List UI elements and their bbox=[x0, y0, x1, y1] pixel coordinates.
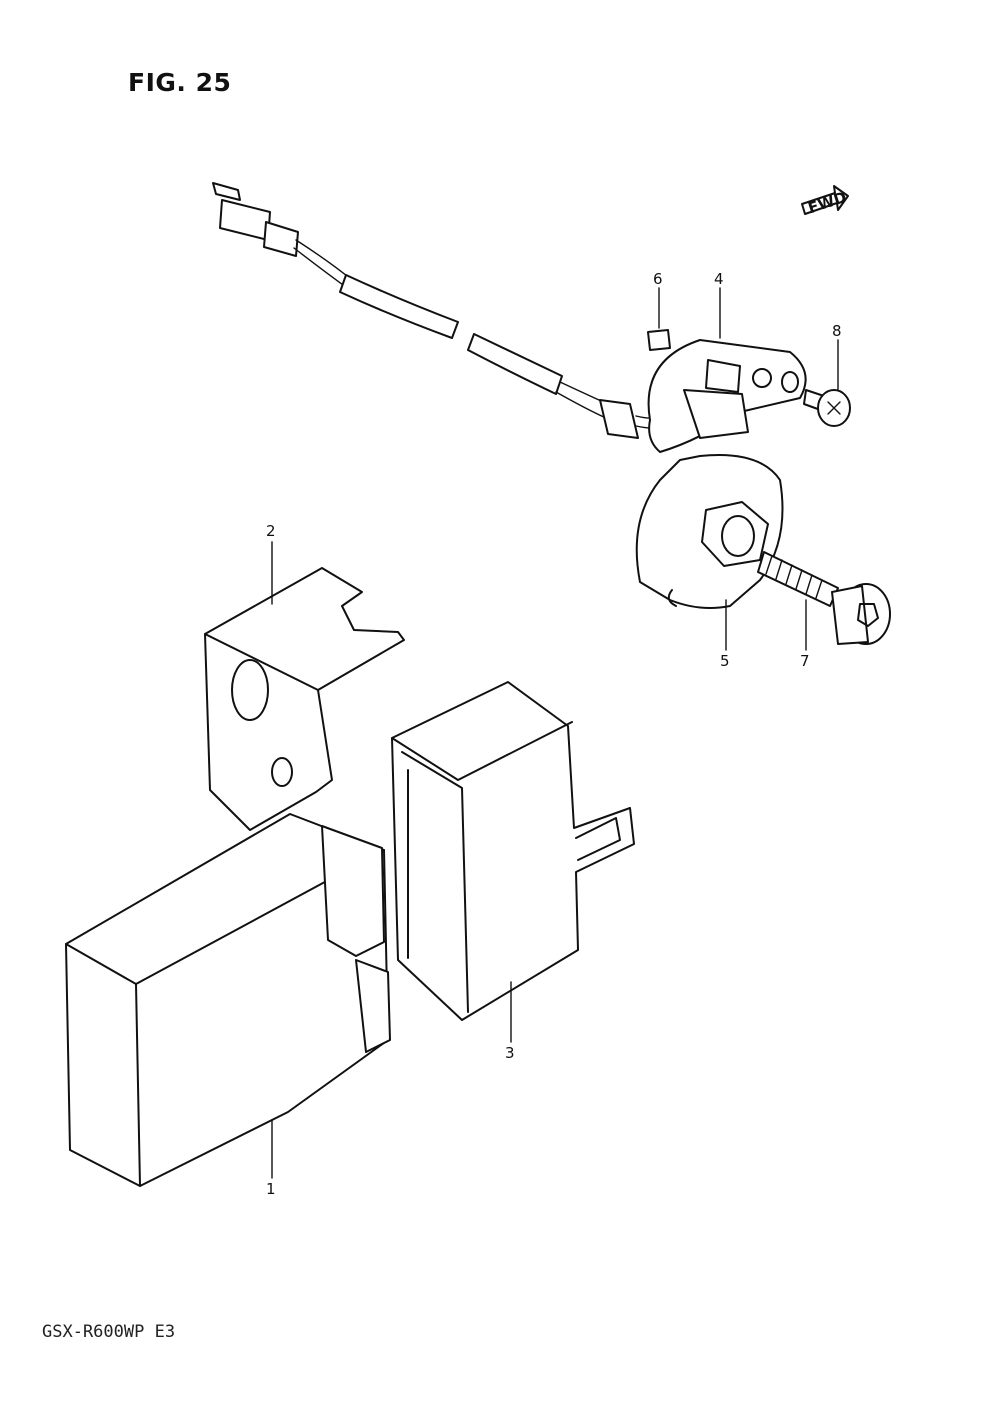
callout-4: 4 bbox=[714, 270, 724, 288]
dowel-pin bbox=[647, 329, 671, 351]
callout-2: 2 bbox=[266, 522, 276, 540]
pickup-harness bbox=[212, 182, 693, 439]
figure-title: FIG. 25 bbox=[128, 68, 232, 97]
callout-3: 3 bbox=[505, 1044, 515, 1062]
callout-labels: 1 2 3 4 5 6 7 8 bbox=[266, 270, 842, 1198]
rotor-plate bbox=[635, 454, 784, 609]
screw bbox=[803, 389, 851, 427]
callout-8: 8 bbox=[832, 322, 842, 340]
fwd-label: FWD bbox=[806, 188, 849, 217]
fwd-direction-badge: FWD bbox=[801, 185, 849, 217]
callout-7: 7 bbox=[800, 652, 810, 670]
leader-lines bbox=[271, 287, 839, 1179]
socket-head-bolt bbox=[757, 551, 891, 645]
arrow-right-icon bbox=[801, 185, 849, 215]
callout-6: 6 bbox=[653, 270, 663, 288]
callout-1: 1 bbox=[266, 1180, 276, 1198]
model-code: GSX-R600WP E3 bbox=[42, 1322, 176, 1342]
rubber-cushion bbox=[391, 681, 635, 1021]
igniter-unit bbox=[65, 813, 391, 1187]
callout-5: 5 bbox=[720, 652, 730, 670]
signal-generator-plate bbox=[647, 339, 807, 453]
igniter-bracket bbox=[204, 567, 405, 831]
